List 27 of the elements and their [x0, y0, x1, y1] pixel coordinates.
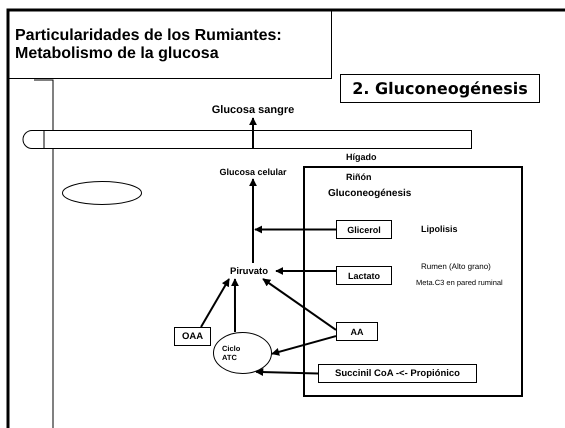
metabolite-box: Particularidades de los Rumiantes: Metabolismo de la glucosa: [8, 10, 332, 79]
node-label: Glucosa sangre: [178, 102, 328, 118]
node-label: Piruvato: [222, 263, 276, 279]
metabolite-box: AA: [336, 322, 378, 341]
arrow: [254, 226, 336, 234]
metabolite-box: Lactato: [336, 266, 392, 285]
note-label: Rumen (Alto grano): [421, 262, 491, 271]
note-label: Lipolisis: [421, 224, 458, 234]
ellipse-shape: [62, 181, 142, 205]
arrow: [200, 278, 230, 328]
metabolite-box: Glicerol: [336, 220, 392, 239]
band-shape: [20, 130, 472, 149]
metabolite-box: OAA: [174, 327, 211, 346]
metabolite-box: Succinil CoA -<- Propiónico: [318, 364, 477, 383]
arrow: [262, 278, 337, 331]
arrow: [271, 335, 336, 356]
arrow: [249, 178, 257, 263]
organ-box: [303, 166, 523, 397]
arrow: [255, 368, 318, 376]
arrow: [275, 267, 336, 275]
cycle-ellipse: [213, 332, 272, 374]
arrow: [249, 117, 257, 149]
node-label: Glucosa celular: [203, 165, 303, 179]
metabolite-box: 2. Gluconeogénesis: [340, 74, 540, 103]
note-label: Riñón: [346, 172, 372, 182]
arrow: [230, 278, 239, 332]
box-heading: Gluconeogénesis: [328, 188, 412, 199]
